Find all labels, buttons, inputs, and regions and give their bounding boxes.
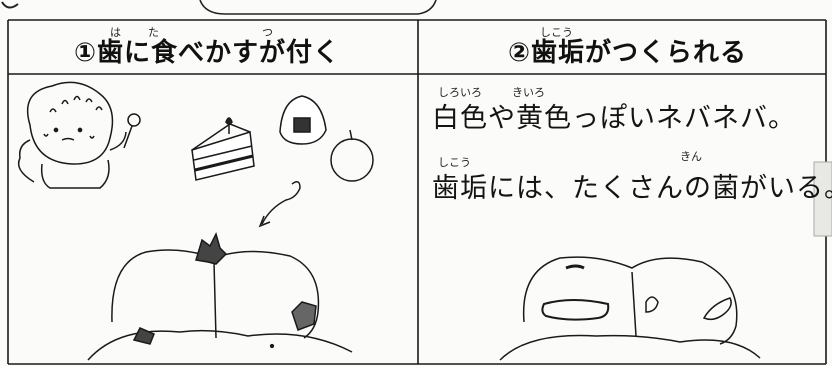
table-grid <box>7 19 827 365</box>
panel-1-ruby-1: は <box>110 26 121 39</box>
header-circle-mark <box>1 1 19 9</box>
panel-1-ruby-2: た <box>148 26 159 39</box>
arrow-icon <box>258 181 301 228</box>
teeth-with-food-icon <box>87 231 353 361</box>
teeth-with-plaque-icon <box>499 256 761 361</box>
cake-icon <box>191 117 255 181</box>
line-2-ruby-1: しこう <box>438 156 471 169</box>
paper-scrap <box>813 161 832 237</box>
plaque-description-line-2: 歯垢には、たくさんの菌がいる。 <box>432 173 832 204</box>
plaque-description-line-1: 白色や黄色っぽいネバネバ。 <box>432 103 796 134</box>
apple-icon <box>330 129 374 182</box>
lollipop-icon <box>123 113 141 149</box>
panel-1-title: ①歯に食べかすが付く <box>74 38 341 68</box>
panel-1-ruby-3: つ <box>262 26 273 39</box>
line-2-ruby-2: きん <box>680 150 702 163</box>
header-tab-outline <box>199 0 437 15</box>
child-icon <box>17 81 127 189</box>
line-1-ruby-1: しろいろ <box>438 86 482 99</box>
panel-2-title: ②歯垢がつくられる <box>508 38 748 68</box>
panel-2-ruby-1: しこう <box>540 26 573 39</box>
line-1-ruby-2: きいろ <box>512 86 545 99</box>
onigiri-icon <box>279 95 327 145</box>
